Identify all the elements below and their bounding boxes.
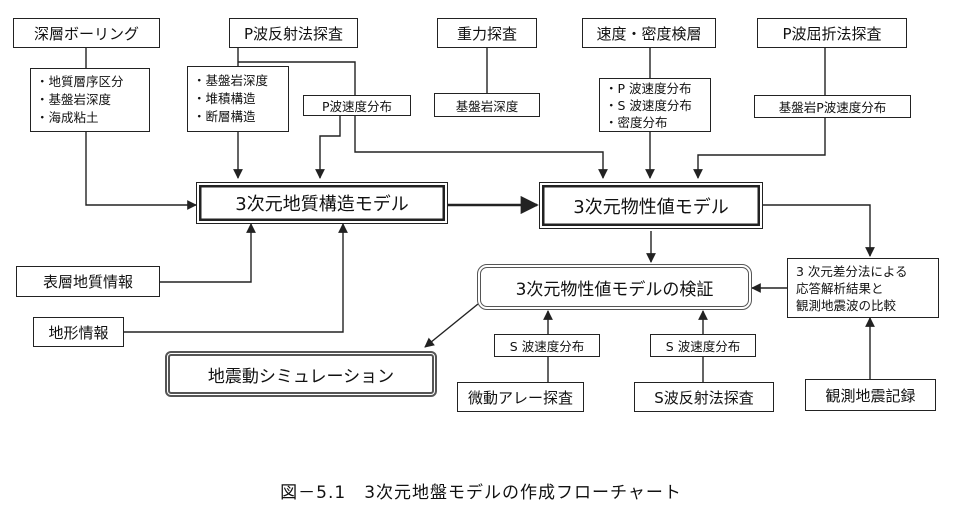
gravity-depth-box: 基盤岩深度 [434,93,540,117]
deep-boring-output-list: ・地質層序区分 ・基盤岩深度 ・海成粘土 [30,68,150,132]
geo-structure-model-box: 3次元地質構造モデル [196,182,448,224]
fd-comparison-box: 3 次元差分法による 応答解析結果と 観測地震波の比較 [787,258,939,318]
line-boring-to-geomodel [85,132,197,210]
line-terrain-to-geomodel [124,223,348,333]
list-item: ・基盤岩深度 [193,73,269,88]
line-velocity-to-propmodel [354,116,608,179]
list-item: ・S 波速度分布 [605,97,692,113]
s-velocity-box-a: S 波速度分布 [494,334,600,357]
figure-caption: 図－5.1 3次元地盤モデルの作成フローチャート [280,483,682,503]
p-reflection-output-list: ・基盤岩深度 ・堆積構造 ・断層構造 [187,66,289,132]
eq-records-box: 観測地震記録 [805,379,936,411]
p-reflection-box: P波反射法探査 [229,18,358,48]
refraction-output-box: 基盤岩P波速度分布 [754,95,911,118]
p-velocity-box: P波速度分布 [303,95,411,116]
gravity-box: 重力探査 [437,18,537,48]
s-velocity-box-b: S 波速度分布 [650,334,756,357]
fd-line: 観測地震波の比較 [796,297,897,313]
list-item: ・断層構造 [193,109,256,124]
list-item: ・海成粘土 [36,110,99,125]
list-item: ・地質層序区分 [36,74,124,89]
list-item: ・密度分布 [605,114,668,130]
line-surface-to-geomodel [160,223,256,283]
terrain-box: 地形情報 [33,317,124,347]
line-prop-to-fd [763,204,875,257]
velocity-logging-box: 速度・密度検層 [582,18,716,48]
line-verify-to-sim [424,303,479,348]
property-model-box: 3次元物性値モデル [539,182,763,229]
line-refr-to-propmodel [693,118,826,179]
list-item: ・基盤岩深度 [36,92,112,107]
list-item: ・P 波速度分布 [605,80,692,96]
surface-geology-box: 表層地質情報 [16,266,160,297]
fd-line: 3 次元差分法による [796,263,908,279]
line-velocity-to-geomodel [315,116,341,179]
line-prefl-to-velocity [238,61,356,95]
simulation-box: 地震動シミュレーション [165,351,437,397]
model-verification-box: 3次元物性値モデルの検証 [477,264,752,310]
list-item: ・堆積構造 [193,91,256,106]
deep-boring-box: 深層ボーリング [13,18,160,48]
fd-line: 応答解析結果と [796,280,884,296]
p-refraction-box: P波屈折法探査 [757,18,907,48]
microtremor-box: 微動アレー探査 [457,382,584,412]
s-reflection-box: S波反射法探査 [634,382,774,412]
velocity-logging-output-list: ・P 波速度分布 ・S 波速度分布 ・密度分布 [599,78,711,132]
